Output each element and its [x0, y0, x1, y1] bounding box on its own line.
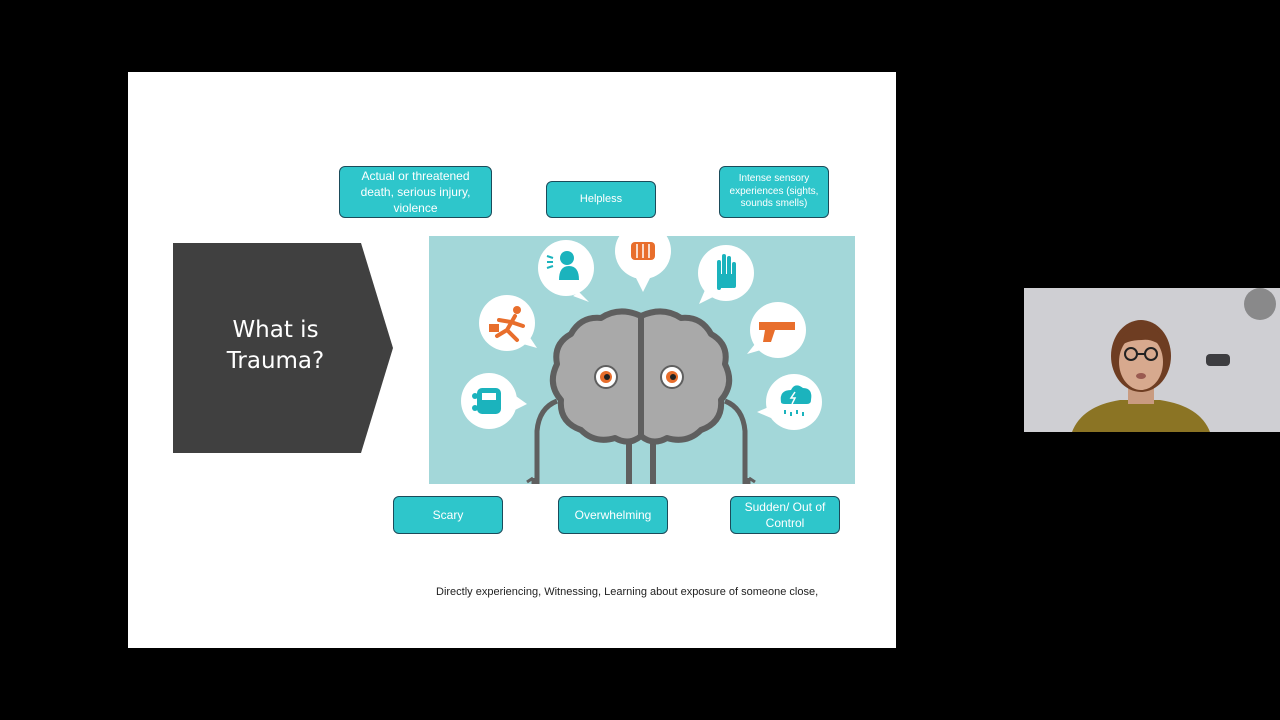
box-overwhelming-label: Overwhelming	[574, 507, 652, 522]
box-scary-label: Scary	[432, 507, 464, 522]
box-helpless: Helpless	[546, 181, 656, 218]
brain-character-icon	[526, 308, 756, 484]
box-overwhelming: Overwhelming	[558, 496, 668, 534]
shouting-person-icon	[538, 240, 594, 302]
fist-icon	[615, 236, 671, 292]
running-person-icon	[479, 295, 537, 351]
box-helpless-label: Helpless	[579, 193, 623, 206]
storm-cloud-icon	[757, 374, 822, 430]
hand-stop-icon	[698, 245, 754, 304]
box-intense-sensory: Intense sensory experiences (sights, sou…	[719, 166, 829, 218]
webcam-video-thumbnail	[1024, 288, 1280, 432]
box-actual-label: Actual or threatened death, serious inju…	[360, 168, 471, 216]
box-sensory-label: Intense sensory experiences (sights, sou…	[729, 173, 819, 210]
presentation-slide: What is Trauma? Actual or threatened dea…	[128, 72, 896, 648]
box-actual-threatened: Actual or threatened death, serious inju…	[339, 166, 492, 218]
trauma-illustration	[429, 236, 855, 484]
footnote: Directly experiencing, Witnessing, Learn…	[436, 586, 819, 598]
title-chevron: What is Trauma?	[173, 243, 393, 453]
webcam-image	[1024, 288, 1280, 432]
car-crash-icon	[461, 373, 527, 429]
box-sudden-label: Sudden/ Out of Control	[744, 499, 826, 530]
box-scary: Scary	[393, 496, 503, 534]
box-sudden: Sudden/ Out of Control	[730, 496, 840, 534]
slide-title: What is Trauma?	[226, 317, 325, 374]
chevron-shape	[173, 243, 393, 453]
gun-icon	[747, 302, 806, 358]
